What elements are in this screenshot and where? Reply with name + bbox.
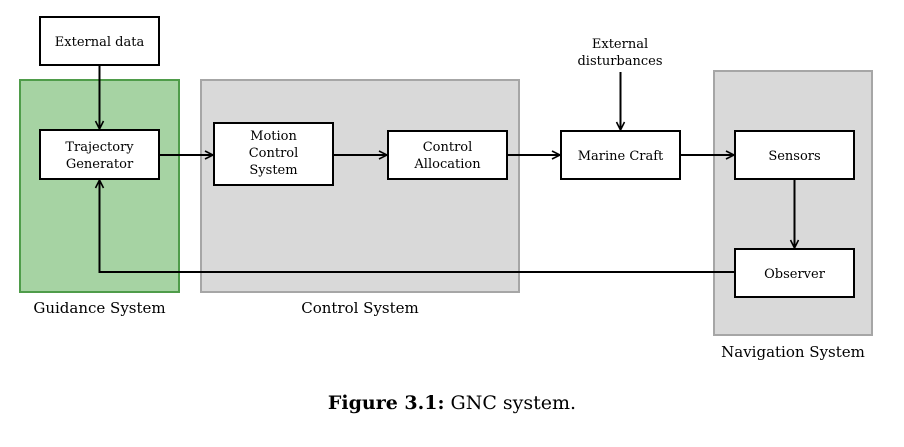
navigation-system-label: Navigation System bbox=[721, 343, 865, 361]
trajectory-generator-line-1: Trajectory bbox=[65, 140, 134, 155]
external-data-block: External data bbox=[39, 16, 160, 66]
motion-control-line-3: System bbox=[249, 163, 297, 178]
control-allocation-line-2: Allocation bbox=[413, 157, 481, 172]
external-disturbances-line-2: disturbances bbox=[577, 54, 662, 69]
external-data-line-1: External data bbox=[55, 35, 145, 50]
marine-craft-label: Marine Craft bbox=[578, 149, 664, 164]
sensors-block: Sensors bbox=[734, 130, 855, 180]
trajectory-generator-line-2: Generator bbox=[66, 157, 134, 172]
guidance-system-label: Guidance System bbox=[33, 299, 165, 317]
figure-caption: Figure 3.1: GNC system. bbox=[0, 392, 904, 414]
motion-control-line-2: Control bbox=[249, 146, 299, 161]
trajectory-generator-block: Trajectory Generator bbox=[39, 129, 160, 180]
control-allocation-block: Control Allocation bbox=[387, 130, 508, 180]
motion-control-system-block: Motion Control System bbox=[213, 122, 334, 186]
marine-craft-block: Marine Craft bbox=[560, 130, 681, 180]
observer-block: Observer bbox=[734, 248, 855, 298]
control-allocation-line-1: Control bbox=[423, 140, 473, 155]
control-system-label: Control System bbox=[301, 299, 419, 317]
motion-control-line-1: Motion bbox=[250, 129, 297, 144]
sensors-label: Sensors bbox=[768, 149, 820, 164]
observer-label: Observer bbox=[764, 267, 826, 282]
figure-caption-label: Figure 3.1: bbox=[327, 392, 445, 414]
arrow-observer-to-trajectory bbox=[100, 180, 735, 273]
figure-caption-text: GNC system. bbox=[450, 392, 577, 414]
external-disturbances-line-1: External bbox=[592, 37, 648, 52]
